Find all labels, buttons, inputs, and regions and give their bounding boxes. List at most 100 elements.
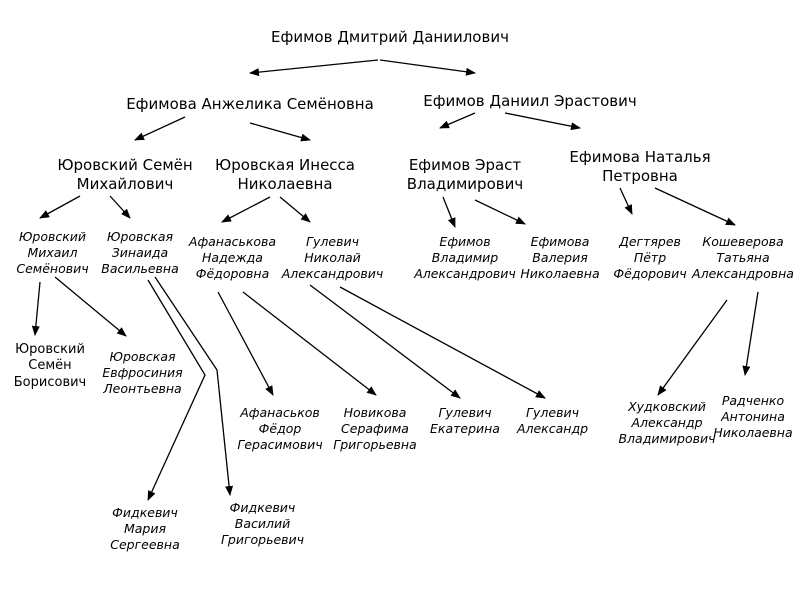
edge-arrow-anzhelika-to-inessa — [249, 122, 311, 142]
name-line: Ефимов Эраст — [408, 156, 522, 174]
edge-arrow-inessa-to-nadezhda — [221, 196, 271, 223]
name-line: Григорьевна — [333, 437, 417, 452]
name-line: Николаевна — [237, 174, 333, 193]
edge-arrow-root-to-anzhelika — [249, 59, 379, 77]
name-line: Николаевна — [520, 266, 600, 281]
name-line: Леонтьевна — [103, 381, 182, 396]
name-line: Валерия — [532, 250, 588, 265]
name-line: Владимирович — [406, 174, 524, 193]
edge-arrow-tatyana-to-aleksandr_h — [657, 299, 728, 396]
name-line: Пётр — [633, 250, 667, 265]
name-line: Худковский — [628, 399, 706, 414]
name-line: Григорьевич — [220, 532, 305, 547]
person-efimov-daniil: Ефимов Даниил Эрастович — [415, 92, 645, 111]
name-line: Александрович — [414, 266, 516, 281]
edge-arrow-natalya-to-petr — [619, 187, 633, 215]
name-line: Александр — [631, 415, 703, 430]
name-line: Радченко — [721, 393, 785, 408]
edge-arrow-nikolay-to-aleksandr_g — [339, 286, 546, 399]
name-line: Гулевич — [306, 234, 359, 249]
name-line: Евфросиния — [102, 365, 183, 380]
edge-arrow-mikhail-to-semen_b — [31, 281, 41, 336]
name-line: Новикова — [343, 405, 407, 420]
person-gulevich-aleksandr: Гулевич Александр — [510, 405, 595, 437]
person-novikova-serafima: Новикова Серафима Григорьевна — [325, 405, 425, 453]
person-efimov-erast: Ефимов Эраст Владимирович — [390, 156, 540, 194]
person-efimova-natalya: Ефимова Наталья Петровна — [560, 148, 720, 186]
edge-arrow-zinaida-to-vasiliy — [154, 276, 234, 496]
person-efimova-valeria: Ефимова Валерия Николаевна — [515, 234, 605, 282]
name-line: Борисович — [13, 374, 87, 390]
edge-arrow-root-to-daniil — [379, 59, 476, 76]
person-yurovsky-semen-b: Юровский Семён Борисович — [5, 342, 95, 391]
name-line: Петровна — [602, 166, 678, 185]
name-line: Антонина — [721, 409, 785, 424]
person-radchenko-antonina: Радченко Антонина Николаевна — [708, 393, 798, 441]
name-line: Надежда — [202, 250, 263, 265]
name-line: Фёдоровна — [195, 266, 270, 281]
name-line: Михаил — [27, 245, 78, 260]
person-efimov-dmitry: Ефимов Дмитрий Даниилович — [240, 28, 540, 47]
edge-arrow-erast-to-valeria — [474, 199, 526, 225]
person-efimov-vladimir: Ефимов Владимир Александрович — [410, 234, 520, 282]
name-line: Екатерина — [430, 421, 500, 436]
name-line: Серафима — [341, 421, 409, 436]
edge-arrow-daniil-to-erast — [439, 112, 476, 129]
name-line: Юровская Инесса — [215, 156, 355, 174]
person-fidkevich-vasiliy: Фидкевич Василий Григорьевич — [210, 500, 315, 548]
name-line: Васильевна — [101, 261, 179, 276]
name-line: Александр — [516, 421, 589, 436]
edge-arrow-nikolay-to-ekaterina — [309, 284, 461, 399]
name-line: Юровский Семён — [57, 156, 193, 174]
edge-arrow-tatyana-to-antonina — [742, 291, 759, 376]
edge-arrow-semen_yurovsky-to-zinaida — [109, 195, 131, 219]
edge-arrow-mikhail-to-evfrosiniya — [54, 276, 127, 337]
person-efimova-anzhelika: Ефимова Анжелика Семёновна — [115, 95, 385, 114]
edge-arrow-natalya-to-tatyana — [654, 187, 736, 226]
person-yurovskaya-evfrosiniya: Юровская Евфросиния Леонтьевна — [95, 349, 190, 397]
name-line: Гулевич — [526, 405, 579, 420]
person-khudkovsky-aleksandr: Худковский Александр Владимирович — [612, 399, 722, 447]
name-line: Александрович — [281, 266, 384, 281]
name-line: Фидкевич — [229, 500, 296, 515]
edge-arrow-erast-to-vladimir — [442, 196, 456, 228]
name-line: Афанаськов — [240, 405, 320, 420]
name-line: Герасимович — [237, 437, 323, 452]
name-line: Ефимова Наталья — [569, 148, 711, 166]
person-afanaskov-fedor: Афанаськов Фёдор Герасимович — [225, 405, 335, 453]
edge-arrow-daniil-to-natalya — [504, 112, 581, 131]
edge-arrow-anzhelika-to-semen_yurovsky — [134, 116, 186, 141]
name-line: Семён — [28, 358, 72, 374]
name-line: Ефимов — [439, 234, 491, 249]
name-line: Юровская — [109, 349, 176, 364]
name-line: Николай — [304, 250, 361, 265]
name-line: Дегтярев — [619, 234, 681, 249]
name-line: Юровский — [18, 229, 87, 244]
name-line: Ефимова — [530, 234, 590, 249]
person-yurovskaya-zinaida: Юровская Зинаида Васильевна — [95, 229, 185, 277]
name-line: Семёнович — [16, 261, 89, 276]
name-line: Фидкевич — [112, 505, 178, 520]
name-line: Фёдорович — [613, 266, 687, 281]
name-line: Мария — [123, 521, 167, 536]
name-line: Николаевна — [713, 425, 793, 440]
name-line: Александровна — [692, 266, 794, 281]
name-line: Афанаськова — [188, 234, 277, 249]
name-line: Василий — [234, 516, 291, 531]
person-degtyarev-petr: Дегтярев Пётр Фёдорович — [605, 234, 695, 282]
person-fidkevich-mariya: Фидкевич Мария Сергеевна — [100, 505, 190, 553]
person-yurovskaya-inessa: Юровская Инесса Николаевна — [205, 156, 365, 194]
name-line: Кошеверова — [702, 234, 784, 249]
name-line: Татьяна — [716, 250, 770, 265]
name-line: Сергеевна — [110, 537, 180, 552]
edge-arrow-nadezhda-to-fedor — [217, 291, 274, 396]
name-line: Гулевич — [438, 405, 492, 420]
person-kosheverova-tatyana: Кошеверова Татьяна Александровна — [688, 234, 798, 282]
edge-arrow-inessa-to-nikolay — [279, 196, 311, 223]
person-gulevich-nikolay: Гулевич Николай Александрович — [275, 234, 390, 282]
person-gulevich-ekaterina: Гулевич Екатерина — [425, 405, 505, 437]
name-line: Ефимов Дмитрий Даниилович — [271, 28, 509, 46]
person-yurovsky-mikhail: Юровский Михаил Семёнович — [5, 229, 100, 277]
name-line: Зинаида — [111, 245, 169, 260]
